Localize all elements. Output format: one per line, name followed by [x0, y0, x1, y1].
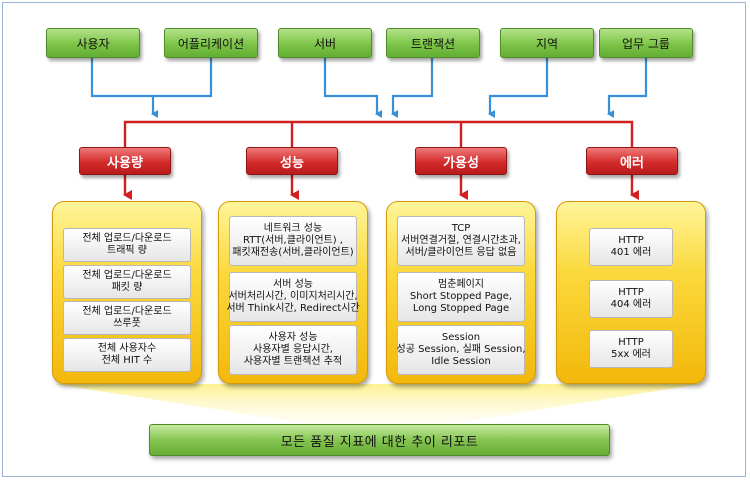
connector-user — [90, 58, 158, 118]
metric-line: Idle Session — [431, 356, 491, 367]
panel-availability: TCP 서버연결거절, 연결시간초과, 서버/클라이언트 응답 없음 멈춘페이지… — [386, 201, 536, 384]
metric-line: 패킷 량 — [111, 282, 143, 293]
metric-card: HTTP 404 에러 — [589, 280, 673, 318]
metric-line: 네트워크 성능 — [263, 223, 323, 234]
dimension-region: 지역 — [500, 28, 594, 58]
metric-line: 전체 업로드/다운로드 — [82, 233, 172, 244]
metric-line: Short Stopped Page, — [409, 291, 513, 302]
metric-line: 멈춘페이지 — [438, 279, 484, 290]
metric-line: 사용자별 트랜잭션 추적 — [243, 356, 343, 367]
metric-line: 서버처리시간, 이미지처리시간, — [228, 291, 358, 302]
metric-card: 사용자 성능 사용자별 응답시간, 사용자별 트랜잭션 추적 — [229, 325, 357, 375]
category-performance: 성능 — [246, 147, 338, 175]
metric-line: 서버 성능 — [273, 279, 313, 290]
panel-usage: 전체 업로드/다운로드 트래픽 량 전체 업로드/다운로드 패킷 량 전체 업로… — [52, 201, 202, 384]
connector-application — [153, 58, 213, 98]
metric-line: 전체 HIT 수 — [101, 355, 153, 366]
metric-line: 404 에러 — [610, 299, 652, 310]
connector-region — [488, 58, 549, 118]
metric-line: 전체 업로드/다운로드 — [82, 270, 172, 281]
metric-line: HTTP — [618, 337, 644, 348]
connector-server — [323, 58, 382, 118]
red-bracket — [123, 120, 634, 147]
red-connectors — [123, 120, 639, 200]
metric-card: 서버 성능 서버처리시간, 이미지처리시간, 서버 Think시간, Redir… — [226, 272, 360, 322]
metric-card: HTTP 401 에러 — [589, 228, 673, 266]
connector-transaction — [391, 58, 434, 118]
blue-connectors — [90, 58, 648, 118]
dimension-user: 사용자 — [46, 28, 140, 58]
metric-line: 401 에러 — [610, 247, 652, 258]
metric-line: 서버연결거절, 연결시간초과, — [401, 235, 521, 246]
metric-line: RTT(서버,클라이언트) , — [242, 235, 343, 246]
metric-line: 트래픽 량 — [107, 245, 147, 256]
metric-line: 서버 Think시간, Redirect시간 — [226, 303, 360, 314]
metric-line: HTTP — [618, 287, 644, 298]
category-usage: 사용량 — [79, 147, 171, 175]
metric-line: 전체 업로드/다운로드 — [82, 306, 172, 317]
dimension-transaction: 트랜잭션 — [386, 28, 480, 58]
metric-line: 5xx 에러 — [611, 349, 651, 360]
category-availability: 가용성 — [415, 147, 507, 175]
metric-card: 전체 업로드/다운로드 트래픽 량 — [63, 228, 191, 262]
metric-card: 네트워크 성능 RTT(서버,클라이언트) , 패킷재전송(서버,클라이언트) — [229, 216, 357, 266]
funnel-shape — [55, 384, 700, 424]
metric-card: Session 성공 Session, 실패 Session, Idle Ses… — [396, 325, 526, 375]
metric-line: 사용자 성능 — [268, 332, 318, 343]
metric-line: TCP — [451, 223, 471, 234]
summary-report-bar: 모든 품질 지표에 대한 추이 리포트 — [149, 424, 610, 456]
dimension-application: 어플리케이션 — [164, 28, 258, 58]
metric-line: HTTP — [618, 235, 644, 246]
metric-line: Session — [441, 332, 481, 343]
category-error: 에러 — [586, 147, 678, 175]
panel-performance: 네트워크 성능 RTT(서버,클라이언트) , 패킷재전송(서버,클라이언트) … — [218, 201, 368, 384]
metric-line: 성공 Session, 실패 Session, — [396, 344, 526, 355]
metric-line: 쓰루풋 — [113, 318, 141, 329]
metric-line: 전체 사용자수 — [97, 343, 157, 354]
metric-card: 멈춘페이지 Short Stopped Page, Long Stopped P… — [397, 272, 525, 322]
connector-business-group — [607, 58, 648, 118]
metric-line: 사용자별 응답시간, — [253, 344, 333, 355]
dimension-server: 서버 — [278, 28, 372, 58]
metric-line: 패킷재전송(서버,클라이언트) — [232, 247, 354, 258]
metric-card: HTTP 5xx 에러 — [589, 330, 673, 368]
metric-line: Long Stopped Page — [412, 303, 510, 314]
panel-error: HTTP 401 에러 HTTP 404 에러 HTTP 5xx 에러 — [556, 201, 706, 384]
metric-card: 전체 업로드/다운로드 패킷 량 — [63, 265, 191, 299]
metric-card: 전체 사용자수 전체 HIT 수 — [63, 338, 191, 372]
metric-line: 서버/클라이언트 응답 없음 — [405, 247, 517, 258]
dimension-business-group: 업무 그룹 — [599, 28, 693, 58]
metric-card: 전체 업로드/다운로드 쓰루풋 — [63, 301, 191, 335]
metric-card: TCP 서버연결거절, 연결시간초과, 서버/클라이언트 응답 없음 — [397, 216, 525, 266]
